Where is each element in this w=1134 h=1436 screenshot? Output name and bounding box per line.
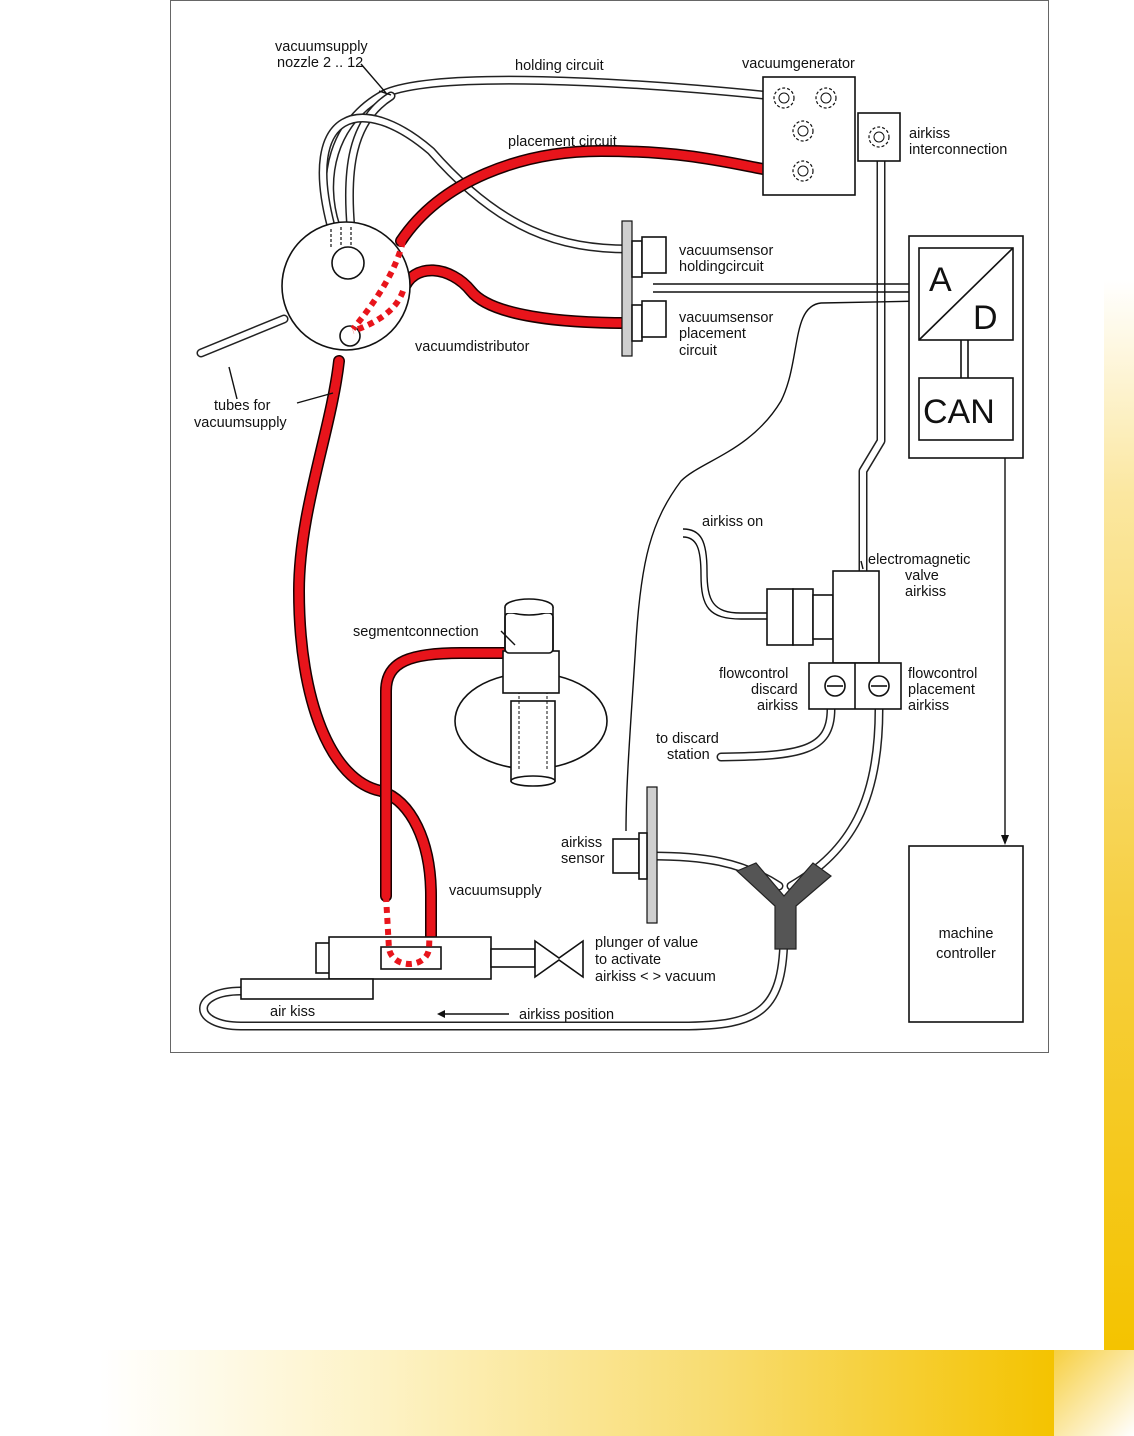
- electromagnetic-valve: [766, 570, 880, 664]
- label-flow-discard-2: discard: [751, 682, 798, 698]
- label-segmentconnection: segmentconnection: [353, 624, 479, 640]
- label-electromagnetic-2: valve: [905, 568, 939, 584]
- label-vacuumsensor-holding-2: holdingcircuit: [679, 259, 764, 275]
- label-vacuumdistributor: vacuumdistributor: [415, 339, 530, 355]
- airkiss-position-arrow: [437, 1010, 509, 1018]
- label-holding-circuit: holding circuit: [515, 58, 604, 74]
- accent-band-right: [1104, 280, 1134, 1350]
- label-tubes-1: tubes for: [214, 398, 271, 414]
- label-vacuumsupply-nozzle-1: vacuumsupply: [275, 39, 368, 55]
- plunger-valve: [240, 895, 584, 1000]
- discard-tube: [716, 704, 836, 762]
- label-plunger-2: to activate: [595, 952, 661, 968]
- label-vacuumsupply: vacuumsupply: [449, 883, 542, 899]
- label-vacuumsupply-nozzle-2: nozzle 2 .. 12: [277, 55, 363, 71]
- label-plunger-3: airkiss < > vacuum: [595, 969, 716, 985]
- airkiss-on-cable: [682, 528, 767, 620]
- vacuumsensor-plate: [621, 220, 667, 357]
- label-airkiss-on: airkiss on: [702, 514, 763, 530]
- label-air-kiss: air kiss: [270, 1004, 315, 1020]
- label-vacuumgenerator: vacuumgenerator: [742, 56, 855, 72]
- label-tubes-2: vacuumsupply: [194, 415, 287, 431]
- label-airkiss-interconnection-2: interconnection: [909, 142, 1007, 158]
- main-vacuum-tube: [293, 355, 437, 952]
- label-airkiss-sensor-2: sensor: [561, 851, 605, 867]
- pneumatic-diagram: A D CAN: [170, 0, 1049, 1053]
- vacuumsupply-nozzle-tube: [344, 91, 396, 234]
- label-vacuumsensor-placement-2: placement: [679, 326, 746, 342]
- ad-can-module: [908, 235, 1024, 459]
- airkiss-sensor: [612, 786, 658, 924]
- flowcontrol-block: [808, 662, 902, 710]
- y-connector: [735, 862, 832, 950]
- holding-circuit-tube: [325, 75, 768, 231]
- placement-airkiss-tube: [786, 704, 884, 891]
- placement-circuit-tube: [395, 145, 769, 247]
- label-vacuumsensor-placement-1: vacuumsensor: [679, 310, 773, 326]
- label-flow-placement-2: placement: [908, 682, 975, 698]
- airkiss-interconnection-tube: [858, 156, 886, 576]
- segment-vacuum-tube: [380, 647, 527, 902]
- airkiss-position-tube: [199, 926, 789, 1031]
- label-placement-circuit: placement circuit: [508, 134, 617, 150]
- vacuumgenerator: [762, 76, 856, 196]
- label-airkiss-position: airkiss position: [519, 1007, 614, 1023]
- accent-band-bottom: [100, 1350, 1054, 1436]
- label-airkiss-interconnection-1: airkiss: [909, 126, 950, 142]
- ad-label-d: D: [973, 299, 998, 337]
- ad-label-a: A: [929, 261, 952, 299]
- holding-sensor-tube: [318, 113, 634, 254]
- label-vacuumsensor-placement-3: circuit: [679, 343, 717, 359]
- airkiss-interconnection-block: [857, 112, 901, 162]
- label-flow-placement-3: airkiss: [908, 698, 949, 714]
- label-discard-2: station: [667, 747, 710, 763]
- segment-connection: [454, 598, 608, 787]
- label-flow-discard-1: flowcontrol: [719, 666, 788, 682]
- label-airkiss-sensor-1: airkiss: [561, 835, 602, 851]
- label-discard-1: to discard: [656, 731, 719, 747]
- can-bus-line: [1001, 458, 1009, 845]
- label-machine-1: machine: [939, 926, 994, 942]
- label-flow-placement-1: flowcontrol: [908, 666, 977, 682]
- label-electromagnetic-1: electromagnetic: [868, 552, 970, 568]
- accent-band-corner: [1054, 1350, 1134, 1436]
- can-label: CAN: [923, 393, 995, 431]
- machine-controller-box: [908, 845, 1024, 1023]
- placement-sensor-tube: [397, 264, 635, 329]
- label-machine-2: controller: [936, 946, 996, 962]
- leader-lines: [228, 63, 864, 646]
- diagram-canvas: A D CAN: [194, 39, 1024, 1031]
- label-flow-discard-3: airkiss: [757, 698, 798, 714]
- vacuumdistributor: [281, 221, 411, 351]
- label-plunger-1: plunger of value: [595, 935, 698, 951]
- tube-vacuumsupply-stub: [196, 314, 289, 358]
- label-electromagnetic-3: airkiss: [905, 584, 946, 600]
- label-vacuumsensor-holding-1: vacuumsensor: [679, 243, 773, 259]
